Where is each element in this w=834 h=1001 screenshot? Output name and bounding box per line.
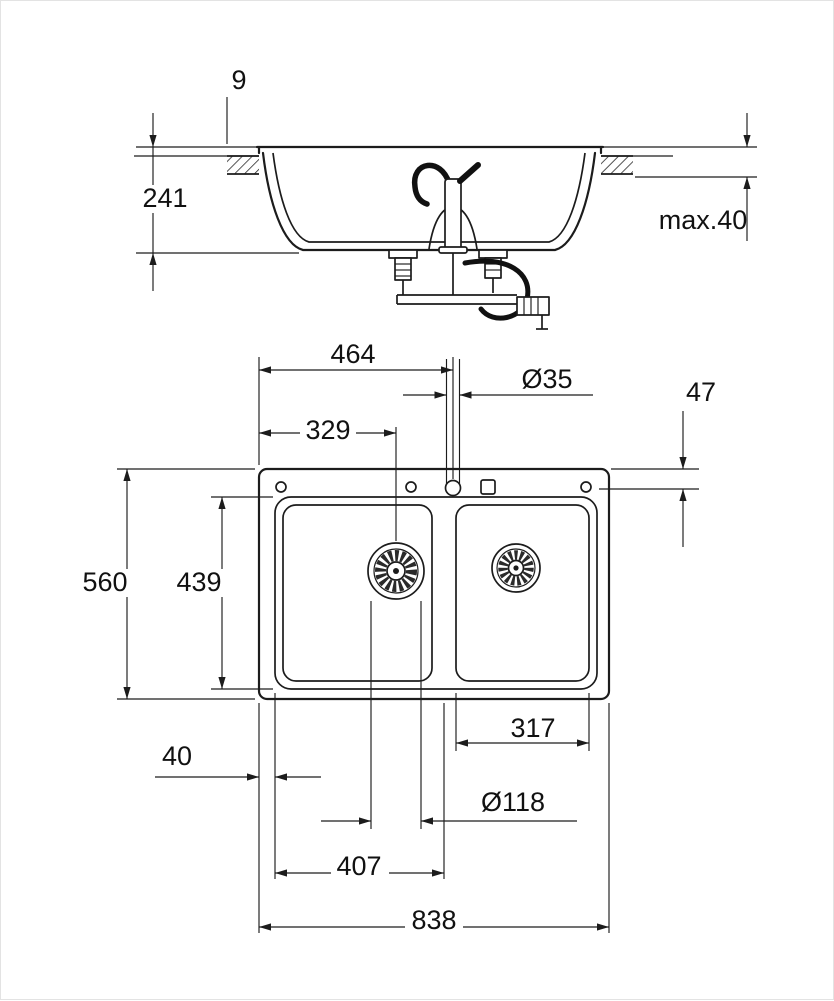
dim-left-to-drain: 329 <box>305 415 350 445</box>
dim-edge-to-cavity: 40 <box>162 741 192 771</box>
bowl-cavity-outline <box>274 496 598 690</box>
drain-assembly-right <box>478 249 508 293</box>
accessory-hole-left <box>275 481 287 493</box>
dim-bowl-depth: 241 <box>142 183 187 213</box>
plan-view: 464 Ø35 329 47 560 <box>79 339 716 935</box>
outlet-fitting <box>516 296 550 330</box>
dim-left-bowl-width: 407 <box>336 851 381 881</box>
left-drain-strainer <box>367 542 425 600</box>
accessory-hole-center <box>405 481 417 493</box>
dim-overall-width: 838 <box>411 905 456 935</box>
faucet-handle <box>457 162 481 184</box>
worktop-left <box>134 155 259 175</box>
side-dimensions: 9 241 max.40 <box>136 65 757 291</box>
dim-overall-depth: 560 <box>82 567 127 597</box>
dim-left-to-faucet: 464 <box>330 339 375 369</box>
side-view: 9 241 max.40 <box>134 65 757 330</box>
right-drain-strainer <box>491 543 541 593</box>
faucet-spout <box>412 162 452 207</box>
worktop-hatch-right <box>601 156 633 174</box>
sink-outline <box>257 467 611 701</box>
waste-piping <box>388 249 550 330</box>
faucet-base <box>438 246 468 254</box>
sink-cross-section <box>255 145 605 252</box>
connecting-pipe <box>396 294 517 305</box>
faucet-body <box>444 178 462 252</box>
plan-dimensions: 464 Ø35 329 47 560 <box>79 339 716 935</box>
dim-faucet-hole-diameter: Ø35 <box>521 364 572 394</box>
faucet <box>412 162 481 295</box>
dim-drain-diameter: Ø118 <box>481 787 545 817</box>
dim-cavity-depth: 439 <box>176 567 221 597</box>
drain-assembly-left <box>388 249 418 295</box>
dim-worktop-max: max.40 <box>659 205 748 235</box>
dim-rim-height: 9 <box>231 65 246 95</box>
accessory-hole-right <box>580 481 592 493</box>
left-bowl <box>282 504 433 682</box>
worktop-hatch-left <box>227 156 259 174</box>
worktop-right <box>601 155 673 175</box>
dim-right-bowl-width: 317 <box>510 713 555 743</box>
right-bowl <box>455 504 590 682</box>
faucet-hole <box>444 479 462 497</box>
square-hole <box>480 479 496 495</box>
dim-top-edge-to-holes: 47 <box>686 377 716 407</box>
